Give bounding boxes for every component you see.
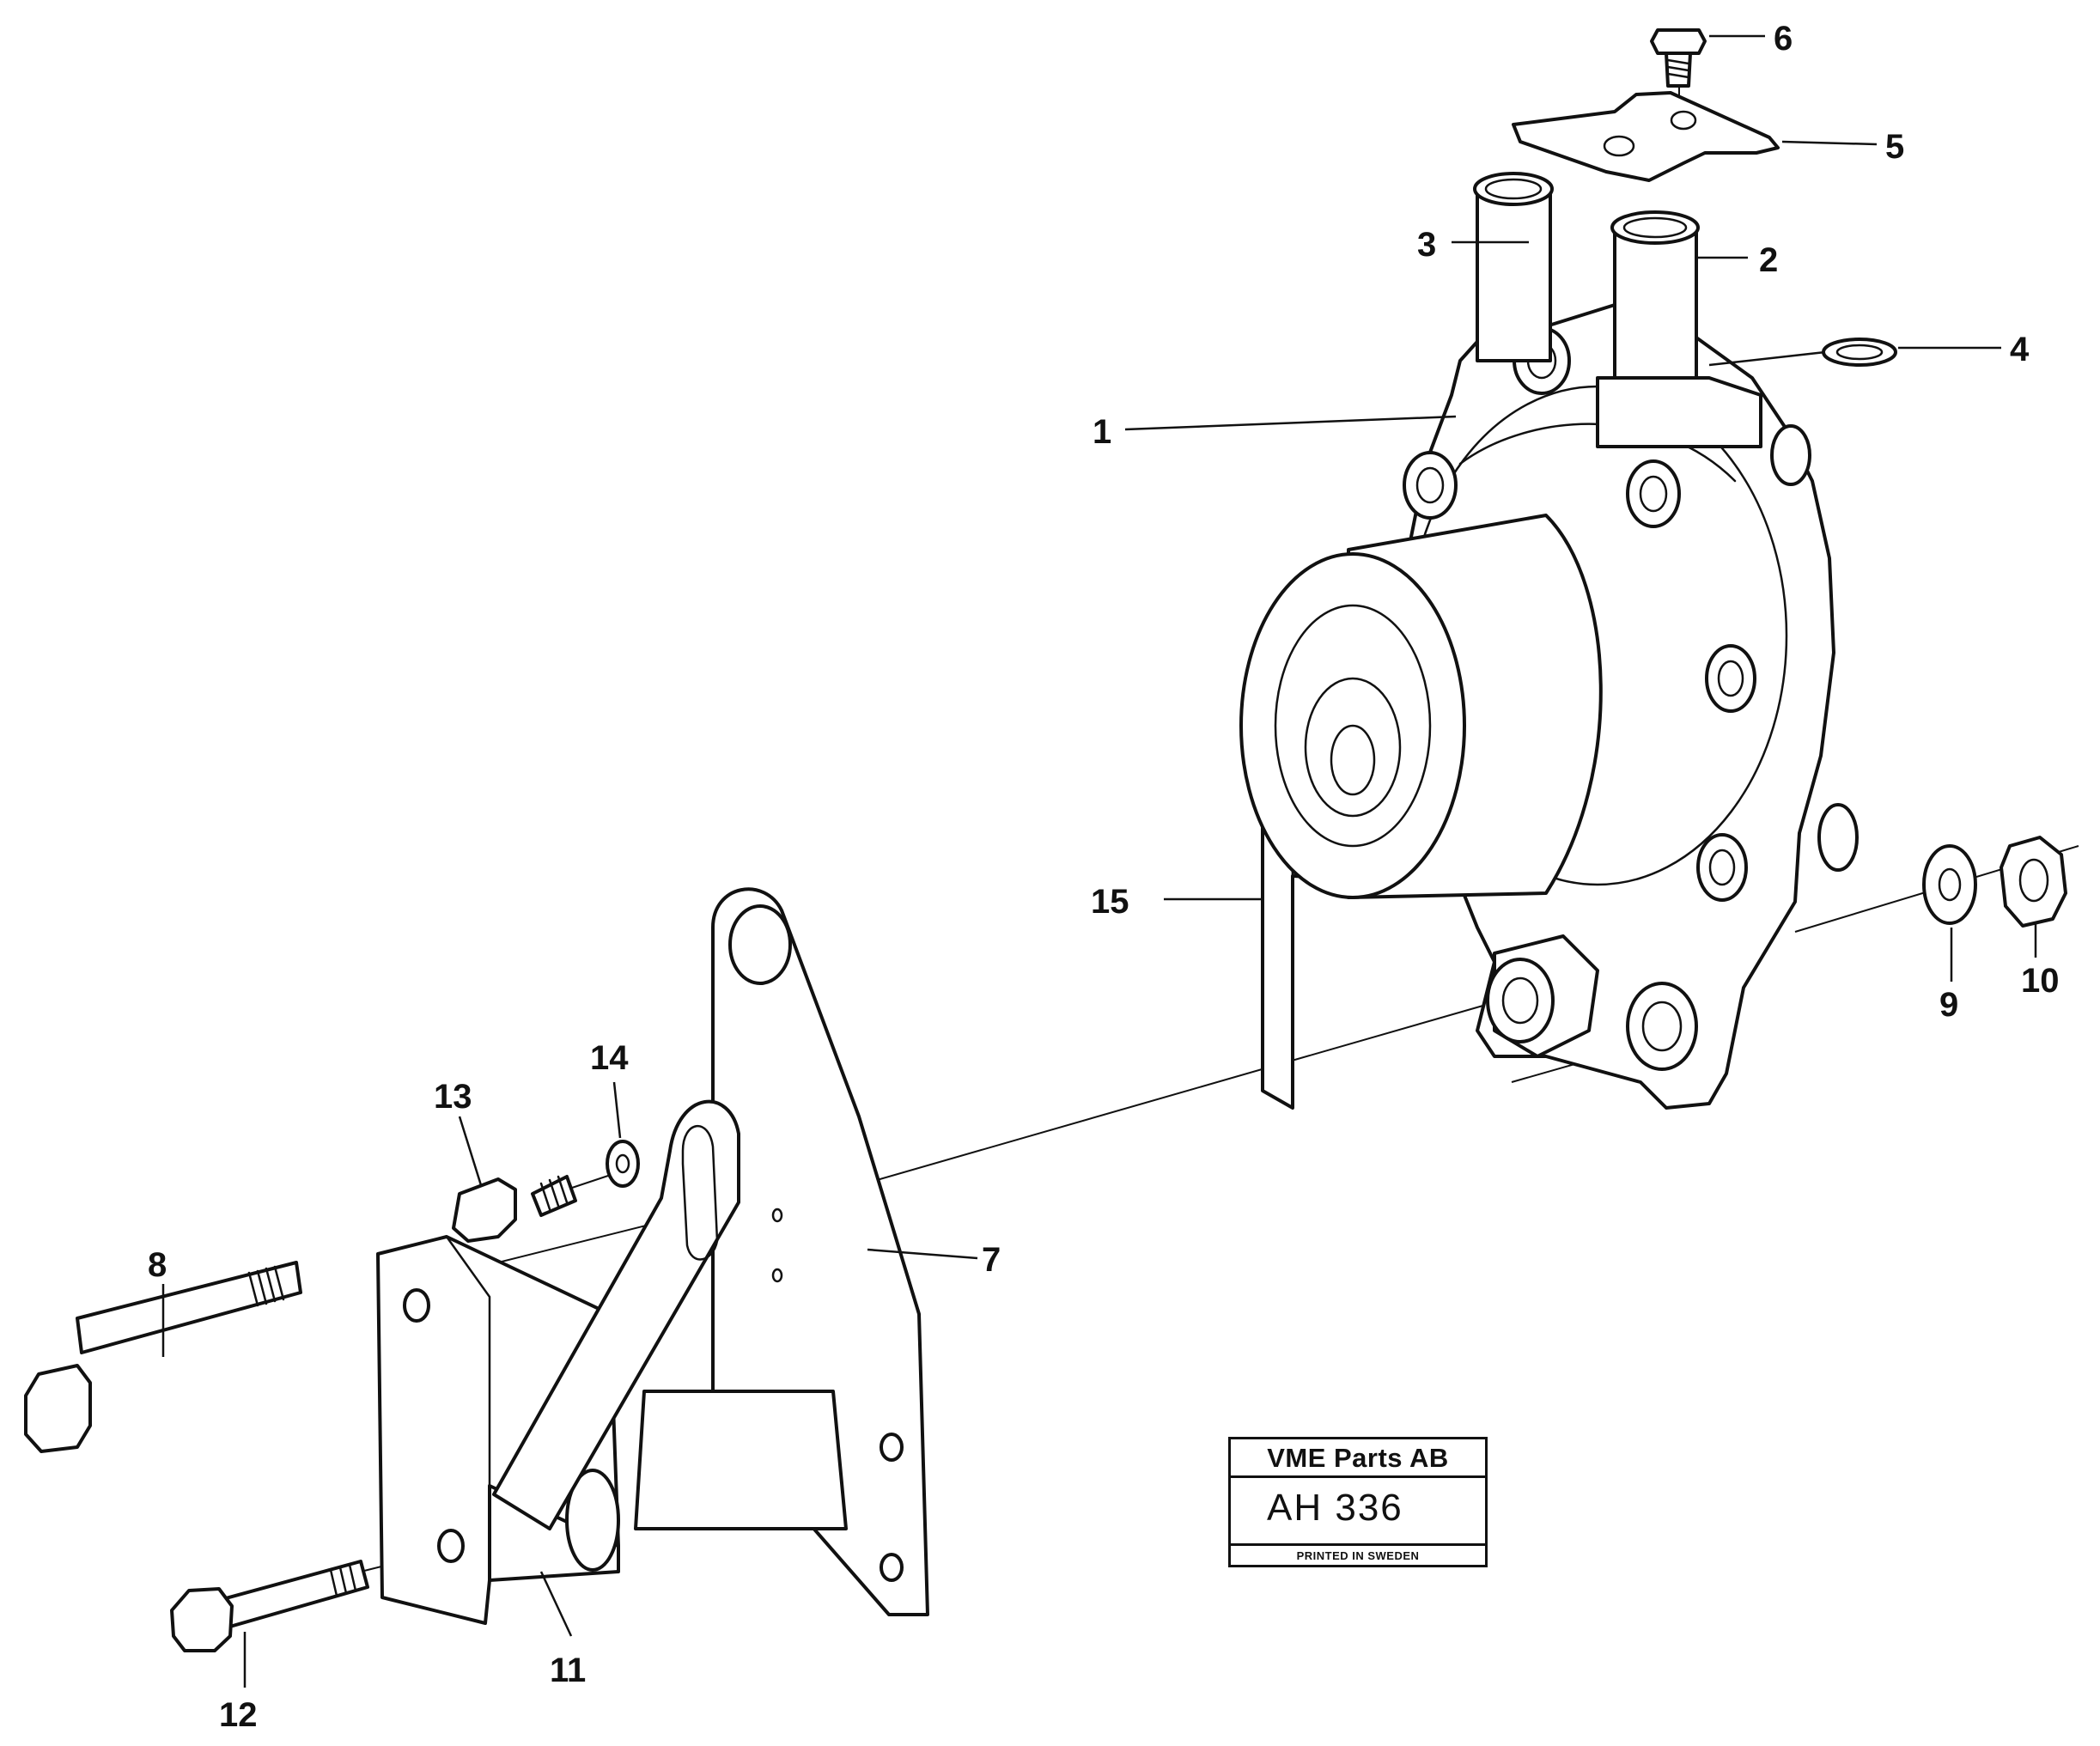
part-9-washer	[1922, 844, 1977, 925]
part-4-seal-ring	[1708, 338, 1897, 367]
callout-2: 2	[1759, 241, 1778, 279]
callout-labels: 1 2 3 4 5 6 7 8 9 10 11 12 13 14 15	[148, 20, 2060, 1734]
callout-3: 3	[1417, 226, 1436, 264]
callout-5: 5	[1885, 128, 1904, 166]
part-10-nut	[2000, 836, 2067, 928]
callout-7: 7	[982, 1241, 1001, 1279]
part-13-bolt	[452, 1175, 577, 1243]
part-1-water-pump	[1239, 303, 1859, 1110]
callout-4: 4	[2010, 331, 2030, 368]
part-8-long-bolt	[24, 1261, 302, 1453]
part-2-pipe	[1596, 210, 1762, 448]
callout-14: 14	[590, 1039, 629, 1077]
part-11-support	[376, 1099, 848, 1625]
callout-13: 13	[434, 1078, 472, 1116]
part-3-pipe	[1473, 172, 1554, 362]
title-stamp: VME Parts AB AH 336 PRINTED IN SWEDEN	[1228, 1437, 1488, 1567]
callout-11: 11	[550, 1652, 586, 1689]
callout-15: 15	[1091, 883, 1129, 921]
part-12-short-bolt	[170, 1560, 369, 1652]
stamp-code: AH 336	[1231, 1478, 1485, 1546]
callout-9: 9	[1939, 986, 1958, 1024]
part-14-washer	[606, 1140, 640, 1188]
part-6-bolt	[1650, 28, 1707, 88]
part-5-flange-plate	[1512, 91, 1780, 182]
leader-lines	[161, 34, 2037, 1688]
callout-1: 1	[1093, 413, 1111, 451]
callout-12: 12	[219, 1696, 258, 1734]
stamp-company: VME Parts AB	[1231, 1439, 1485, 1478]
callout-8: 8	[148, 1246, 167, 1284]
callout-6: 6	[1774, 20, 1793, 58]
stamp-printed: PRINTED IN SWEDEN	[1296, 1549, 1420, 1562]
callout-10: 10	[2021, 962, 2060, 1000]
